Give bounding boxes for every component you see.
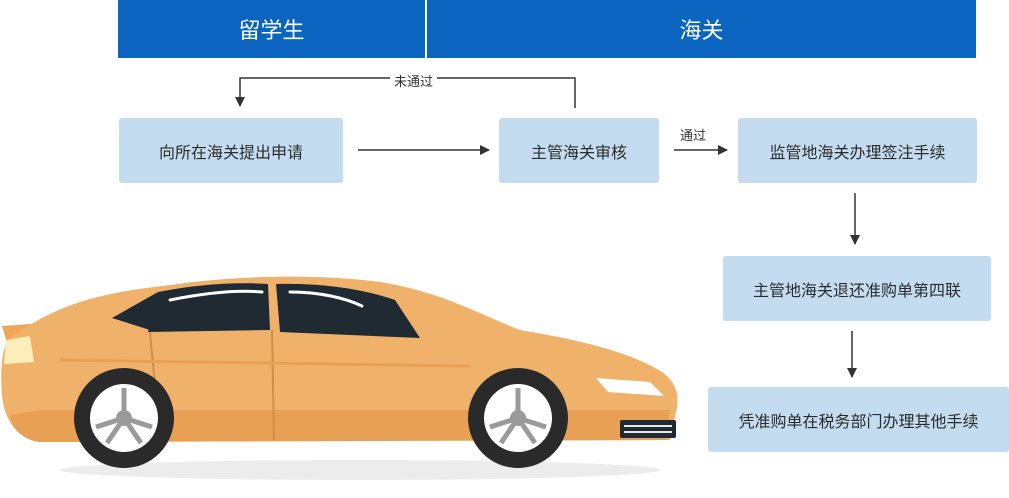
edge-label-pass: 通过 [680,129,707,144]
car-shadow [60,460,660,480]
car-windshield [276,283,420,338]
header-student: 留学生 [118,0,425,58]
car-front-window [148,283,270,332]
step-endorse: 监管地海关办理签注手续 [738,118,977,183]
step-tax: 凭准购单在税务部门办理其他手续 [708,387,1009,452]
edge-label-fail: 未通过 [390,71,438,90]
header-customs: 海关 [427,0,976,58]
car-door-line-1 [271,329,275,441]
car-rear-window [112,292,158,330]
car-rear-wheel [74,368,174,468]
step-apply: 向所在海关提出申请 [119,118,343,183]
car-windshield-highlight [288,290,364,308]
step-return-form: 主管地海关退还准购单第四联 [723,256,991,321]
car-roof-highlight [168,289,264,302]
car-headlight [596,378,664,396]
car-belt-line [59,358,471,368]
step-review: 主管海关审核 [499,118,659,183]
car-front-wheel [468,368,568,468]
car-grill [620,420,676,438]
car-tail-light [4,336,34,364]
